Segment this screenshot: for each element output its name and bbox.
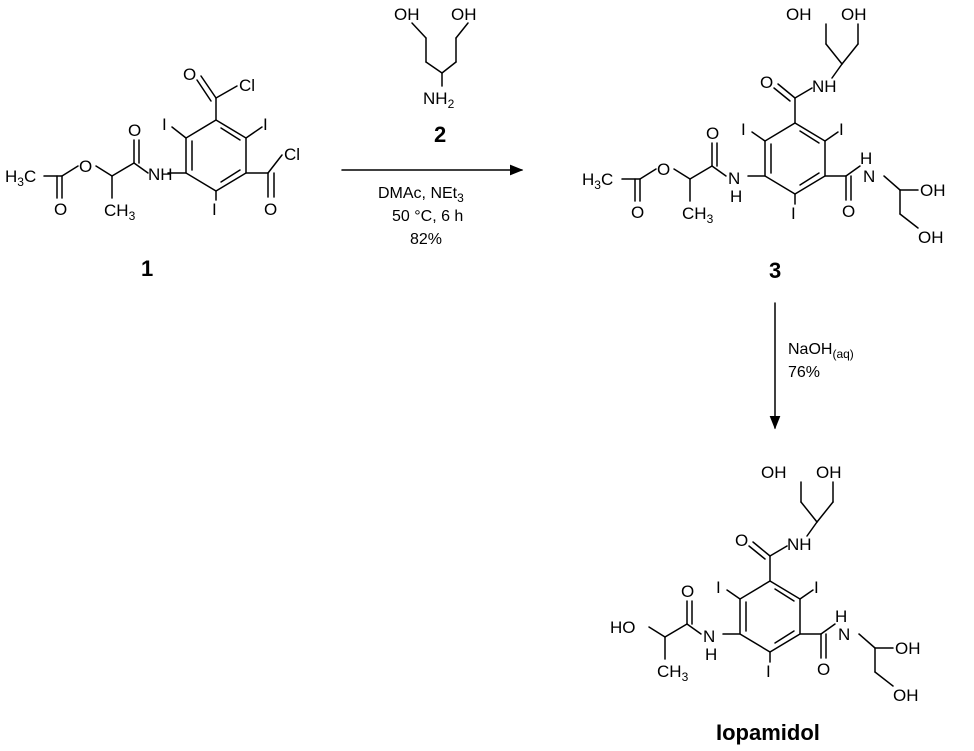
iopamidol-label-nh: H [705,645,717,664]
step-1-yield: 82% [410,231,442,248]
iopamidol-label-o: O [681,582,694,601]
compound-1-label-o: O [264,200,277,219]
iopamidol-label-hn: H [835,607,847,626]
compound-3-label-i: I [839,120,844,139]
compound-2-number: 2 [434,122,446,147]
compound-3-label-o: O [706,124,719,143]
step-1-conditions-line-2: 50 °C, 6 h [392,208,463,225]
compound-3-label-i: I [741,120,746,139]
compound-3-structure: OH OH O NH I I H N OH O I OH N H O O CH3… [582,5,946,283]
iopamidol-label-ch3: CH3 [657,662,689,684]
compound-3-label-o: O [631,203,644,222]
iopamidol-label-nh: NH [787,535,812,554]
compound-3-label-o: O [657,160,670,179]
iopamidol-label-i: I [716,578,721,597]
compound-1-label-ch3: CH3 [104,201,136,223]
compound-3-label-i: I [791,204,796,223]
step-2-reagent: NaOH(aq) [788,341,854,361]
compound-3-label-nh: H [730,187,742,206]
compound-1-label-o: O [183,65,196,84]
iopamidol-structure: OH OH O NH I I H N OH O I OH N H O HO CH… [610,463,921,745]
iopamidol-name: Iopamidol [716,720,820,745]
compound-3-label-o: O [842,202,855,221]
reaction-arrow-step-1: DMAc, NEt3 50 °C, 6 h 82% [341,164,524,248]
compound-1-label-cl: Cl [284,145,300,164]
iopamidol-label-i: I [814,578,819,597]
compound-3-number: 3 [769,258,781,283]
iopamidol-ring [739,580,801,653]
compound-3-label-oh: OH [841,5,867,24]
compound-1-label-i: I [263,115,268,134]
compound-1-label-nh: NH [148,165,173,184]
step-2-yield: 76% [788,364,820,381]
compound-1-label-o: O [128,121,141,140]
iopamidol-label-oh: OH [893,686,919,705]
compound-1-label-o: O [79,157,92,176]
compound-3-label-hn: H [860,149,872,168]
compound-2-label-nh2: NH2 [423,89,455,111]
compound-3-label-hn: N [863,167,875,186]
compound-1-label-cl: Cl [239,76,255,95]
compound-1-structure: O Cl I I Cl O I NH O O CH3 O H3C 1 [5,65,300,281]
step-1-conditions-line-1: DMAc, NEt3 [378,185,464,205]
compound-3-label-o: O [760,73,773,92]
compound-3-ring [764,122,826,195]
compound-1-label-i: I [212,200,217,219]
iopamidol-label-i: I [766,662,771,681]
compound-1-number: 1 [141,256,153,281]
compound-3-label-nh: NH [812,77,837,96]
iopamidol-label-oh: OH [895,639,921,658]
compound-3-label-oh: OH [920,181,946,200]
compound-2-label-oh: OH [394,5,420,24]
iopamidol-label-oh: OH [816,463,842,482]
reaction-arrow-step-2: NaOH(aq) 76% [769,302,854,430]
compound-2-label-oh: OH [451,5,477,24]
iopamidol-label-o: O [817,660,830,679]
compound-1-label-h3c: H3C [5,167,36,189]
compound-3-label-h3c: H3C [582,170,613,192]
compound-3-label-ch3: CH3 [682,204,714,226]
iopamidol-label-oh: OH [761,463,787,482]
compound-1-ring [185,119,247,192]
compound-1-label-i: I [162,115,167,134]
compound-1-label-o: O [54,200,67,219]
compound-3-label-oh: OH [786,5,812,24]
compound-2-structure: OH OH NH2 2 [394,5,477,147]
iopamidol-label-hn: N [838,625,850,644]
compound-3-label-oh: OH [918,228,944,247]
iopamidol-label-ho: HO [610,618,636,637]
iopamidol-label-nh: N [703,627,715,646]
compound-3-label-nh: N [728,169,740,188]
iopamidol-label-o: O [735,531,748,550]
